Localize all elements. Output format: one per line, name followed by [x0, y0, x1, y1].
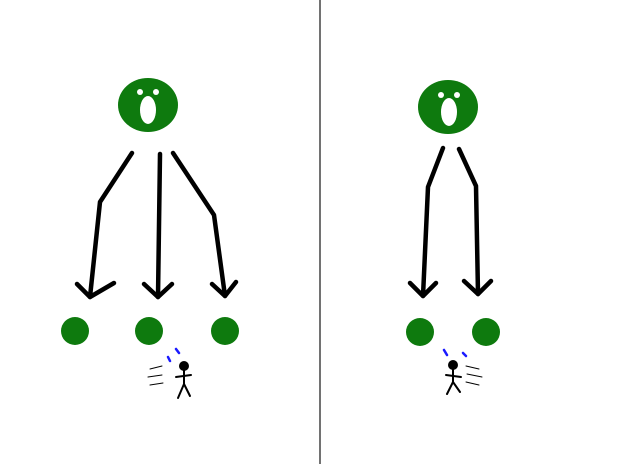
face-mouth — [140, 96, 156, 124]
sweat-drops-icon — [442, 348, 468, 358]
face-eye-left — [438, 92, 444, 98]
target-node — [211, 317, 239, 345]
face-mouth — [441, 98, 457, 126]
figure-head — [179, 361, 189, 371]
motion-lines — [465, 365, 483, 386]
arrows — [407, 145, 494, 299]
right-panel — [406, 80, 500, 395]
figure-head — [448, 360, 458, 370]
left-panel — [61, 78, 239, 399]
arrow-middle — [155, 151, 163, 300]
face-eye-left — [137, 89, 143, 95]
arrow-left — [420, 145, 446, 299]
arrow-right-head — [461, 278, 494, 297]
target-node — [135, 317, 163, 345]
arrow-right — [456, 146, 481, 297]
target-node — [61, 317, 89, 345]
stick-figure-icon — [147, 347, 192, 399]
arrow-left-head — [407, 280, 439, 299]
target-node — [472, 318, 500, 346]
arrow-left-head — [74, 280, 117, 300]
target-node — [406, 318, 434, 346]
arrow-left — [87, 150, 135, 300]
face-eye-right — [153, 89, 159, 95]
arrow-right — [170, 150, 228, 299]
face-eye-right — [454, 92, 460, 98]
stick-figure-icon — [442, 348, 483, 395]
sweat-drops-icon — [166, 347, 181, 363]
face-icon — [118, 78, 178, 132]
arrows — [74, 150, 239, 300]
arrow-middle-head — [141, 281, 175, 300]
motion-lines — [147, 365, 164, 386]
arrow-right-head — [209, 279, 239, 299]
face-icon — [418, 80, 478, 134]
